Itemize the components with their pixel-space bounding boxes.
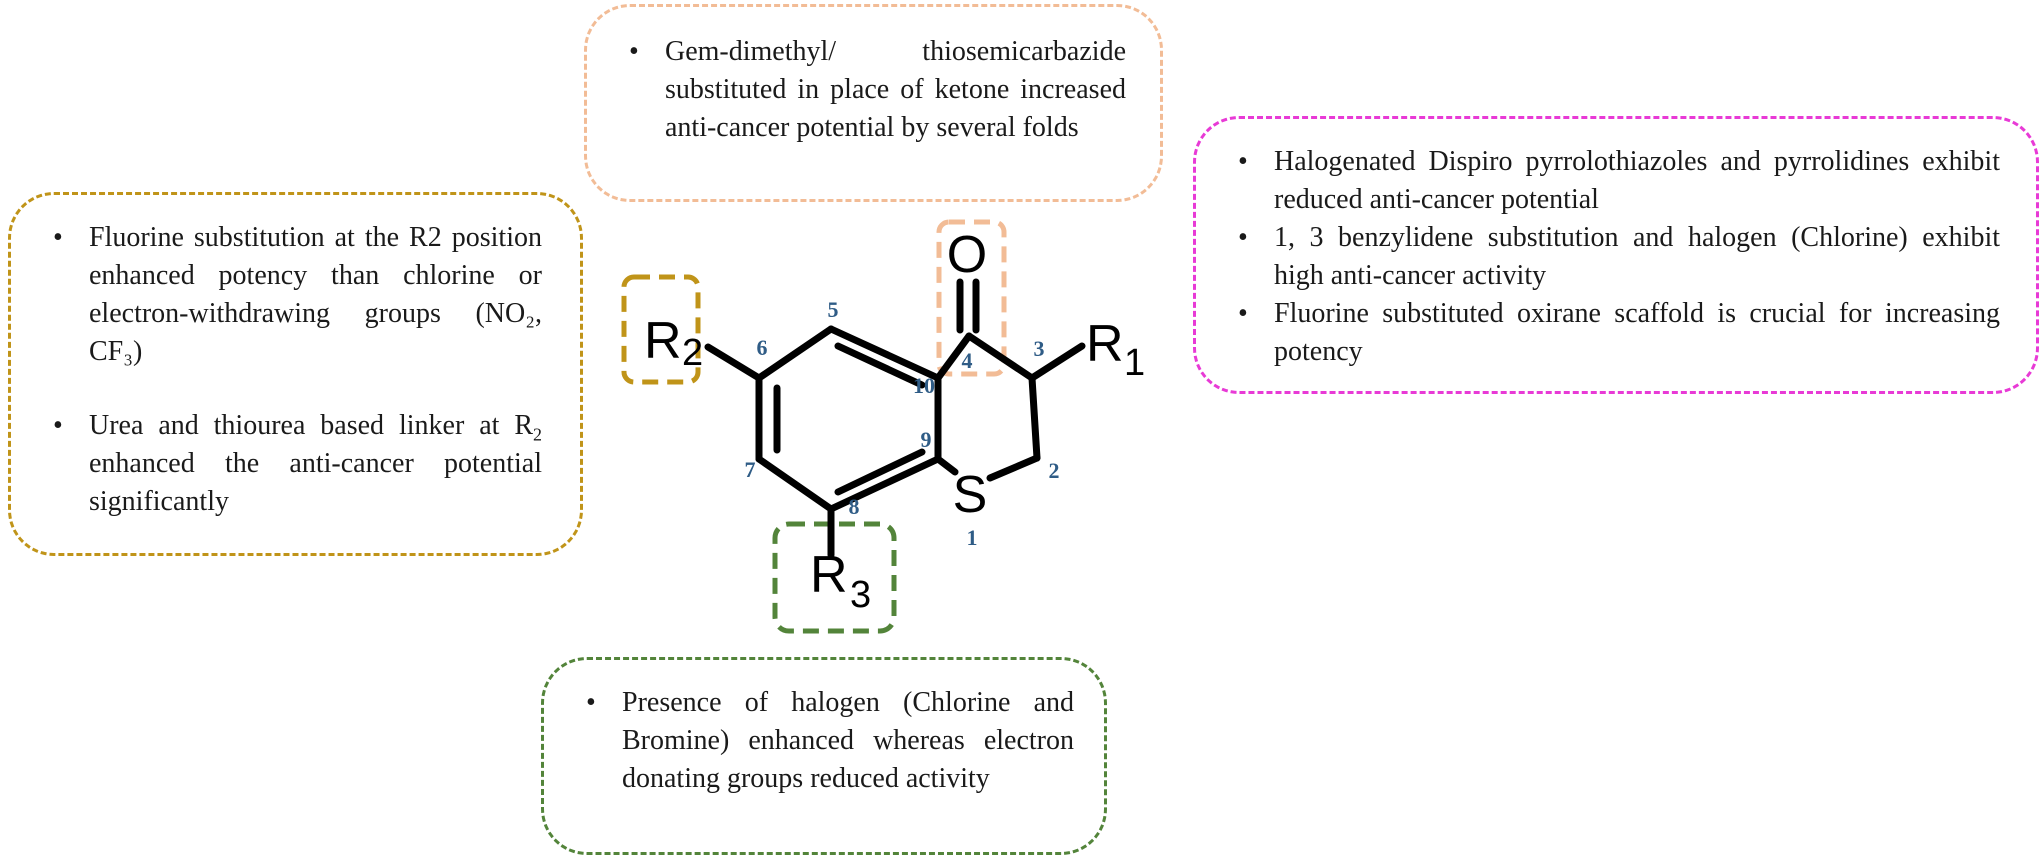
r3-label: R [810,546,848,604]
bond-c5-c10 [827,325,942,382]
bond-network [704,278,1086,559]
bond-c6-r2 [704,343,763,382]
oxygen-atom-label: O [947,226,987,284]
r2-annotation-item-fluorine: Fluorine substitution at the R2 position… [23,219,542,371]
aromatic-inner-bond-2 [834,448,926,496]
r3-annotation-list: Presence of halogen (Chlorine and Bromin… [556,684,1074,798]
carbonyl-highlight-box [936,219,1007,377]
r2-urea-subscript: 2 [533,424,542,445]
sulfur-atom-label: S [953,466,988,524]
r2-urea-text-prefix: Urea and thiourea based linker at R [89,410,533,441]
position-2-label: 2 [1049,458,1060,483]
r1-annotation-box: Halogenated Dispiro pyrrolothiazoles and… [1193,116,2039,394]
bond-c3-r1 [1028,342,1086,382]
position-10-label: 10 [913,373,935,398]
position-5-label: 5 [828,297,839,322]
r2-annotation-box: Fluorine substitution at the R2 position… [8,192,583,556]
position-8-label: 8 [849,494,860,519]
bond-c9-c8 [827,455,942,513]
position-6-label: 6 [757,335,768,360]
r1-annotation-item-benzylidene: 1, 3 benzylidene substitution and haloge… [1208,219,2000,295]
position-7-label: 7 [745,457,756,482]
bond-c8-c7 [755,455,835,513]
r1-label: R [1086,315,1124,373]
r2-label: R [644,312,682,370]
position-9-label: 9 [921,427,932,452]
carbonyl-annotation-item: Gem-dimethyl/ thiosemicarbazide substitu… [599,33,1126,147]
bond-c4-c3 [965,332,1036,382]
r1-annotation-list: Halogenated Dispiro pyrrolothiazoles and… [1208,143,2000,371]
carbonyl-annotation-list: Gem-dimethyl/ thiosemicarbazide substitu… [599,33,1126,147]
position-4-label: 4 [962,348,973,373]
bond-c10-c4 [934,332,973,382]
carbonyl-annotation-box: Gem-dimethyl/ thiosemicarbazide substitu… [584,4,1163,202]
r3-annotation-item: Presence of halogen (Chlorine and Bromin… [556,684,1074,798]
bond-c9-s1 [934,455,959,476]
r2-highlight-box [621,274,701,385]
r3-highlight-box [772,521,897,634]
position-3-label: 3 [1034,336,1045,361]
aromatic-inner-bond-1 [834,342,926,389]
r1-subscript: 1 [1124,342,1145,384]
position-1-label: 1 [967,525,978,550]
r2-annotation-item-urea: Urea and thiourea based linker at R2 enh… [23,407,542,521]
r2-urea-text-suffix: enhanced the anti-cancer potential signi… [89,448,542,517]
bond-c6-c5 [755,325,835,382]
r1-annotation-item-oxirane: Fluorine substituted oxirane scaffold is… [1208,295,2000,371]
r2-annotation-list: Fluorine substitution at the R2 position… [23,219,542,521]
r2-subscript: 2 [682,332,703,374]
bond-c2-s1 [986,454,1041,482]
r3-subscript: 3 [850,574,871,616]
r3-annotation-box: Presence of halogen (Chlorine and Bromin… [541,657,1107,855]
bond-c3-c2 [1028,374,1041,462]
r1-annotation-item-dispiro: Halogenated Dispiro pyrrolothiazoles and… [1208,143,2000,219]
